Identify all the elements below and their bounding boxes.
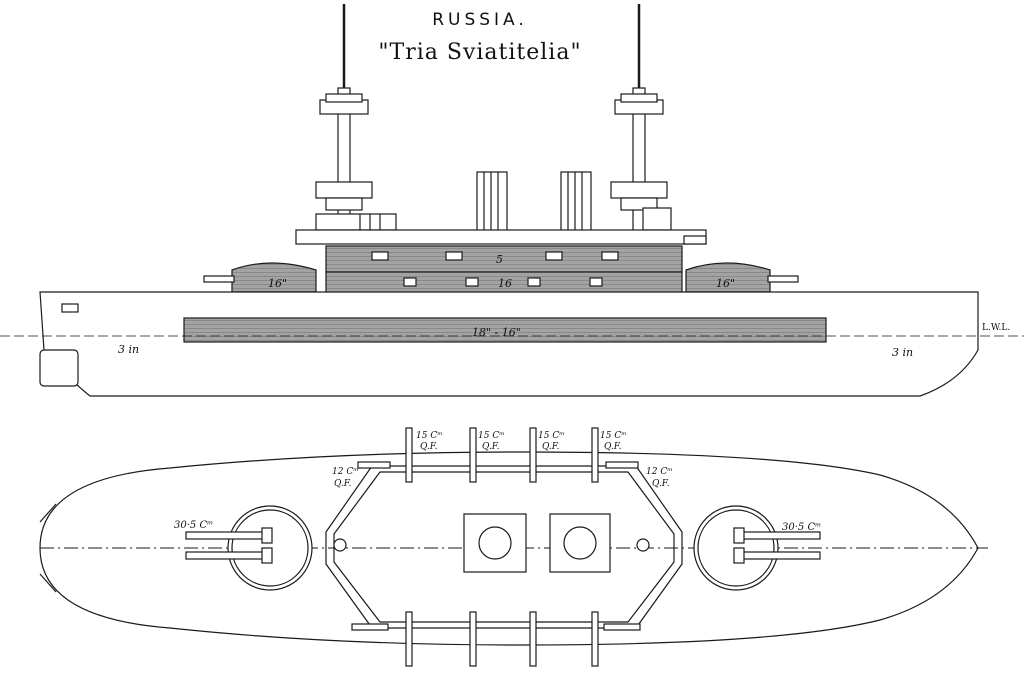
- waterline-label: L.W.L.: [982, 323, 1010, 333]
- superstructure-deck: [295, 229, 707, 245]
- qf-15cm-suffix-4: Q.F.: [604, 442, 622, 452]
- country-title: RUSSIA.: [432, 10, 528, 30]
- hull-profile: [39, 291, 979, 397]
- qf-15cm-suffix-2: Q.F.: [482, 442, 500, 452]
- armor-belt: [183, 317, 827, 343]
- funnel-aft-plan: [549, 513, 611, 573]
- aft-turret-profile: [685, 262, 799, 293]
- lower-battery-armor-label: 16: [498, 277, 512, 290]
- qf-15cm-label-1: 15 Cᵐ: [416, 431, 443, 441]
- qf-15cm-label-3: 15 Cᵐ: [538, 431, 565, 441]
- belt-armor-label: 18" - 16": [472, 326, 521, 339]
- funnel-fore-plan: [463, 513, 527, 573]
- main-gun-fore-label: 30·5 Cᵐ: [174, 520, 213, 531]
- aft-turret-armor-label: 16": [716, 277, 735, 290]
- main-gun-aft-label: 30·5 Cᵐ: [782, 522, 821, 533]
- qf-15cm-label-4: 15 Cᵐ: [600, 431, 627, 441]
- qf-12cm-suffix-aft: Q.F.: [652, 479, 670, 489]
- qf-15cm-suffix-1: Q.F.: [420, 442, 438, 452]
- fore-turret-armor-label: 16": [268, 277, 287, 290]
- upper-battery-armor-label: 5: [496, 253, 503, 266]
- qf-15cm-labels: 15 Cᵐ Q.F. 15 Cᵐ Q.F. 15 Cᵐ Q.F. 15 Cᵐ Q…: [416, 431, 627, 452]
- qf-12cm-label-fore: 12 Cᵐ: [332, 467, 359, 477]
- plan-view: [39, 427, 988, 667]
- aft-end-armor-label: 3 in: [892, 346, 913, 359]
- profile-view: [0, 4, 1024, 397]
- secondary-guns-starboard: [351, 611, 641, 667]
- fore-mast: [315, 4, 397, 239]
- fore-turret-profile: [203, 262, 317, 293]
- fore-end-armor-label: 3 in: [118, 343, 139, 356]
- qf-12cm-label-aft: 12 Cᵐ: [646, 467, 673, 477]
- aft-mast: [610, 4, 672, 239]
- qf-12cm-suffix-fore: Q.F.: [334, 479, 352, 489]
- secondary-guns-port: [357, 427, 639, 483]
- qf-15cm-label-2: 15 Cᵐ: [478, 431, 505, 441]
- ship-name-title: "Tria Sviatitelia": [378, 40, 582, 65]
- qf-15cm-suffix-3: Q.F.: [542, 442, 560, 452]
